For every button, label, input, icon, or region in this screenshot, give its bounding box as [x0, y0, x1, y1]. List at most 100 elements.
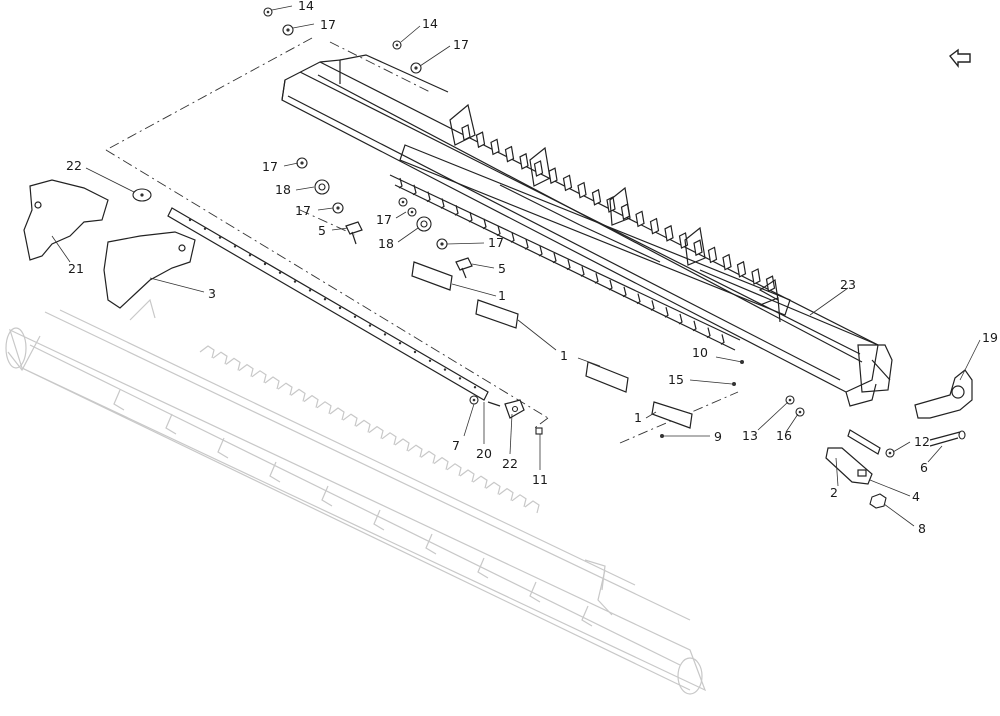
shaft-hole — [413, 350, 417, 354]
tine-hook — [538, 245, 543, 257]
tine-clip — [693, 239, 703, 257]
callout-15: 15 — [668, 372, 684, 387]
callout-8: 8 — [918, 521, 926, 536]
shaft-hole — [248, 254, 252, 257]
ghost-tine — [264, 376, 280, 390]
tine-hook — [706, 327, 711, 339]
callout-18: 18 — [275, 182, 291, 197]
callout-13: 13 — [742, 428, 758, 443]
tine-clip — [562, 174, 573, 192]
tine-hook — [636, 293, 641, 305]
callout-labels: 14 17 14 17 17 18 17 5 17 18 17 5 22 21 … — [66, 0, 998, 536]
ghost-bracket — [373, 509, 385, 531]
ghost-tine — [472, 475, 488, 489]
tine-clip — [722, 253, 732, 271]
tine-clip — [678, 232, 689, 249]
shaft-hole — [338, 306, 342, 310]
ghost-bracket — [477, 557, 489, 579]
callout-22: 22 — [502, 456, 518, 471]
ghost-tine — [420, 450, 436, 464]
ghost-tine — [316, 401, 332, 414]
callout-19: 19 — [982, 330, 998, 345]
callout-17: 17 — [320, 17, 336, 32]
callout-4: 4 — [912, 489, 920, 504]
callout-1: 1 — [498, 288, 506, 303]
ghost-tine — [459, 469, 475, 483]
ghost-tine — [277, 382, 293, 396]
shaft-hole — [263, 262, 267, 266]
tine-hook — [580, 266, 585, 277]
ghost-tine — [342, 413, 358, 427]
shaft-hole — [398, 342, 402, 345]
tine-hook — [720, 334, 725, 345]
tine-hook — [650, 300, 655, 311]
callout-17: 17 — [376, 212, 392, 227]
shaft-hole — [428, 359, 432, 362]
tine-hook — [524, 239, 529, 250]
callout-18: 18 — [378, 236, 394, 251]
tine-clip — [591, 188, 602, 206]
leader-lines — [51, 5, 981, 527]
callout-16: 16 — [776, 428, 792, 443]
ghost-bracket — [217, 437, 229, 459]
tine-clip — [606, 196, 616, 213]
tine-hook — [440, 198, 445, 209]
callout-21: 21 — [68, 261, 84, 276]
shaft-hole — [353, 315, 357, 318]
ghost-tine — [355, 419, 371, 433]
ghost-bracket — [165, 413, 177, 435]
ghost-tine — [212, 351, 228, 365]
shaft-hole — [233, 245, 237, 248]
ghost-reel-assembly — [5, 298, 707, 695]
tine-hook — [412, 184, 417, 196]
tine-hook — [678, 313, 683, 325]
callout-17: 17 — [488, 235, 504, 250]
tine-clip — [504, 145, 515, 163]
small-parts — [825, 429, 966, 485]
ghost-tine — [511, 494, 527, 507]
callout-5: 5 — [318, 223, 326, 238]
ghost-tine — [238, 363, 254, 377]
ghost-tine — [433, 456, 449, 470]
tine-hook — [398, 177, 403, 189]
callout-17: 17 — [295, 203, 311, 218]
callout-3: 3 — [208, 286, 216, 301]
tine-clip — [649, 217, 660, 235]
ghost-tine — [498, 487, 514, 501]
return-arrow-icon[interactable] — [949, 48, 971, 68]
callout-12: 12 — [914, 434, 930, 449]
callout-11: 11 — [532, 472, 548, 487]
tine-hook — [608, 279, 613, 291]
tine-hook — [594, 273, 599, 284]
callout-17: 17 — [453, 37, 469, 52]
tine-hook — [496, 225, 501, 237]
tine-clip — [577, 181, 587, 199]
main-beam-23 — [281, 54, 893, 407]
ghost-tine — [303, 394, 319, 408]
tine-clip — [475, 131, 486, 149]
callout-17: 17 — [262, 159, 278, 174]
tine-clip — [490, 138, 500, 156]
plate-3 — [103, 231, 196, 309]
ghost-bracket — [581, 605, 593, 627]
shaft-hole — [203, 227, 207, 230]
shaft-hole — [383, 333, 387, 336]
callout-6: 6 — [920, 460, 928, 475]
ghost-tine — [394, 438, 410, 452]
ghost-tine — [329, 407, 345, 421]
shaft-hole — [278, 271, 282, 274]
tine-clip — [664, 224, 674, 242]
ghost-tine — [524, 500, 540, 514]
tine-hook — [454, 205, 459, 216]
ghost-tine — [485, 481, 501, 495]
callout-5: 5 — [498, 261, 506, 276]
shaft-20 — [167, 207, 489, 401]
tine-clip — [548, 167, 558, 185]
tine-hook — [510, 232, 515, 243]
callout-10: 10 — [692, 345, 708, 360]
tine-hook — [566, 259, 571, 271]
callout-1: 1 — [634, 410, 642, 425]
shaft-hole — [218, 236, 222, 239]
shaft-hole — [308, 289, 312, 292]
